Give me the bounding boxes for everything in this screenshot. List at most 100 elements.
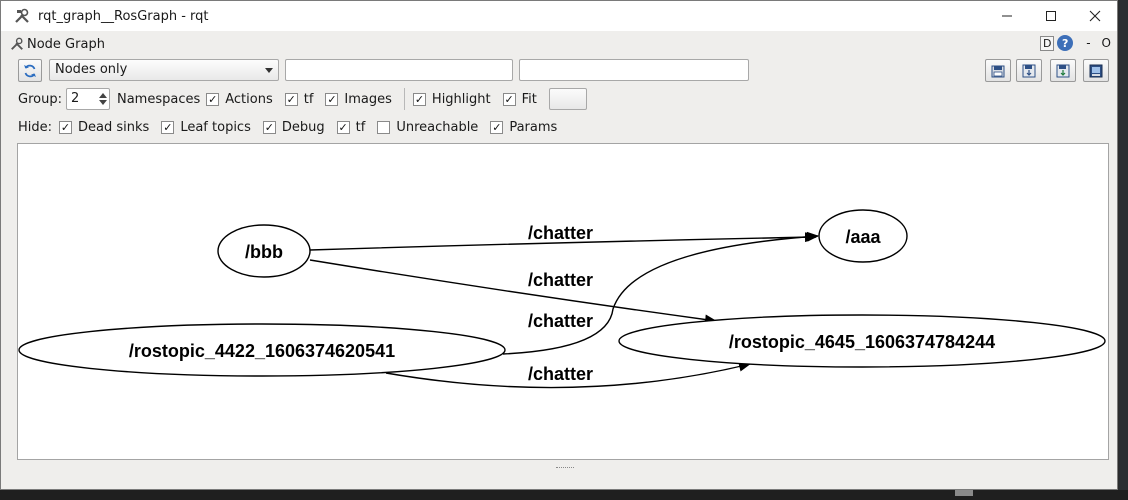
actions-checkbox[interactable]: Actions [225,92,273,107]
node-label: /rostopic_4422_1606374620541 [129,341,395,361]
checkbox-debug[interactable]: ✓ [262,120,276,134]
dead-sinks-checkbox[interactable]: ✓ Dead sinks [59,120,149,135]
node-bbb[interactable]: /bbb [217,224,311,278]
node-rostopic-b[interactable]: /rostopic_4645_1606374784244 [618,314,1106,368]
plugin-header: Node Graph D ? - O [1,33,1117,55]
minimize-button[interactable] [985,1,1029,31]
minimize-plugin-button[interactable]: - [1086,36,1091,50]
background-taskbar-edge [0,490,1128,500]
node-aaa[interactable]: /aaa [818,209,908,263]
debug-checkbox[interactable]: ✓ Debug [262,119,325,135]
node-label: /bbb [245,242,283,262]
topic-filter-input[interactable] [519,59,749,81]
edge-label: /chatter [528,270,593,290]
edge-label: /chatter [528,364,593,384]
tf-hide-label: tf [355,119,366,135]
tf-hide-checkbox[interactable]: ✓ tf [336,119,366,135]
params-checkbox[interactable]: ✓ Params [490,120,557,135]
minimize-icon [1002,15,1012,17]
checkbox-fit[interactable]: ✓ [502,92,516,106]
debug-label: Debug [281,119,325,135]
chevron-up-icon[interactable] [98,93,107,98]
checkbox-leaf-topics[interactable]: ✓ [161,120,175,134]
save-dot-icon [1022,64,1036,77]
highlight-checkbox[interactable]: ✓ Highlight [412,91,491,107]
dock-toggle-button[interactable]: D [1040,35,1055,51]
load-dot-icon [991,65,1005,77]
unreachable-label: Unreachable [396,119,479,135]
maximize-icon [1046,11,1056,21]
images-label: Images [344,91,392,107]
node-rostopic-a[interactable]: /rostopic_4422_1606374620541 [18,323,506,377]
save-image-icon [1089,64,1103,77]
save-svg-button[interactable] [1050,59,1076,82]
graph-mode-combo[interactable]: Nodes only [49,59,279,81]
save-svg-icon [1056,64,1070,77]
title-bar: rqt_graph__RosGraph - rqt [1,1,1117,31]
dead-sinks-label: Dead sinks [78,119,150,135]
edge-label: /chatter [528,311,593,331]
help-icon[interactable]: ? [1057,35,1074,51]
namespaces-label: Namespaces [116,91,201,107]
images-checkbox[interactable]: ✓ Images [325,92,392,107]
edge-label: /chatter [528,223,593,243]
namespaces-checkbox[interactable]: ✓ [206,92,225,106]
checkbox-unreachable[interactable] [377,120,391,134]
actions-label: Actions [225,91,273,107]
maximize-button[interactable] [1029,1,1073,31]
graph-mode-value: Nodes only [55,62,128,77]
checkbox-highlight[interactable]: ✓ [412,92,426,106]
group-value: 2 [70,91,80,106]
checkbox-namespaces[interactable]: ✓ [206,92,220,106]
graph-canvas[interactable]: /chatter /chatter /chatter /chatter /bbb… [17,143,1109,460]
leaf-topics-checkbox[interactable]: ✓ Leaf topics [161,120,251,135]
color-button[interactable] [548,88,587,110]
fit-label: Fit [521,91,537,107]
refresh-icon [24,64,36,77]
rqt-tools-icon [15,8,29,23]
plugin-title: Node Graph [27,36,105,52]
save-dot-button[interactable] [1016,59,1042,82]
checkbox-tf-group[interactable]: ✓ [284,92,298,106]
edge-rostopic-a-aaa[interactable] [502,231,819,355]
close-button[interactable] [1073,1,1117,31]
edge-bbb-rostopic-b[interactable] [309,259,717,325]
unreachable-checkbox[interactable]: Unreachable [377,120,478,135]
node-label: /rostopic_4645_1606374784244 [729,332,995,352]
hide-label: Hide: [18,119,53,135]
ros-graph: /chatter /chatter /chatter /chatter /bbb… [18,209,1106,389]
graph-toolbar: Nodes only [1,58,1117,84]
tf-group-checkbox[interactable]: ✓ tf [284,91,314,107]
params-label: Params [509,119,558,135]
save-image-button[interactable] [1083,59,1109,82]
tf-group-label: tf [303,91,314,107]
leaf-topics-label: Leaf topics [180,119,251,135]
load-dot-button[interactable] [985,59,1011,82]
checkbox-images[interactable]: ✓ [325,92,339,106]
checkbox-dead-sinks[interactable]: ✓ [59,120,73,134]
node-filter-input[interactable] [285,59,513,81]
window-controls [985,1,1117,31]
rqt-tools-icon [11,37,23,50]
edge-rostopic-a-rostopic-b[interactable] [385,361,751,389]
close-icon [1089,10,1101,22]
group-label: Group: [18,91,62,107]
chevron-down-icon [265,68,273,73]
edge-bbb-aaa[interactable] [309,232,817,251]
resize-grip[interactable] [556,467,574,470]
highlight-label: Highlight [431,91,491,107]
background-window-edge [1119,0,1128,500]
checkbox-params[interactable]: ✓ [490,120,504,134]
scrollbar-thumb[interactable] [955,490,973,496]
close-plugin-button[interactable]: O [1101,36,1111,50]
window-title: rqt_graph__RosGraph - rqt [38,8,209,24]
node-label: /aaa [845,227,881,247]
group-spinbox[interactable]: 2 [65,88,110,110]
chevron-down-icon[interactable] [98,100,107,105]
hide-options-row: Hide: ✓ Dead sinks ✓ Leaf topics ✓ Debug… [18,116,569,138]
fit-checkbox[interactable]: ✓ Fit [502,91,537,107]
checkbox-tf-hide[interactable]: ✓ [336,120,350,134]
toolbar-separator [403,88,405,110]
refresh-button[interactable] [18,59,42,82]
group-options-row: Group: 2 Namespaces ✓ Actions ✓ tf ✓ Ima… [18,88,587,110]
